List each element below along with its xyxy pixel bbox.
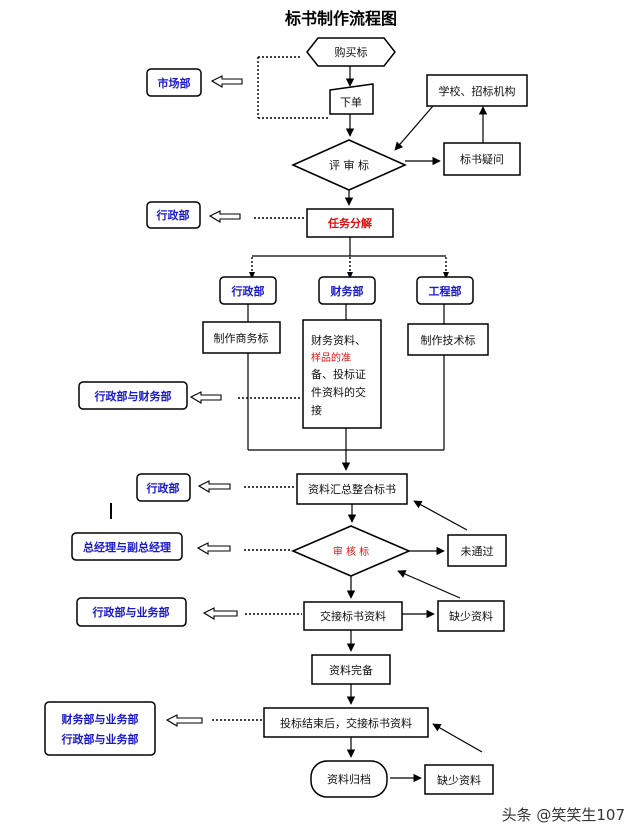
node-after-bid-handover-label: 投标结束后，交接标书资料	[280, 716, 412, 730]
node-finance-materials	[302, 319, 382, 429]
dept-admin-business	[76, 597, 187, 627]
dept-general-manager	[71, 532, 183, 561]
node-materials-ready-label: 资料完备	[329, 663, 373, 677]
dept-admin-2	[136, 473, 191, 502]
node-review-bid-label: 评 审 标	[329, 158, 369, 172]
node-finance-line-3: 备、投标证	[311, 367, 366, 381]
node-order-label: 下单	[340, 96, 362, 109]
node-finance-line-2: 样品的准	[311, 351, 351, 364]
node-handover-bid-label: 交接标书资料	[320, 609, 386, 623]
dept-admin-branch-label: 行政部	[231, 284, 265, 298]
dept-admin-2-label: 行政部	[146, 481, 180, 495]
dept-finance-branch-label: 财务部	[330, 284, 364, 298]
hollow-arrow-gm	[196, 542, 231, 555]
dept-engineering-branch-label: 工程部	[429, 284, 462, 298]
dept-general-manager-label: 总经理与副总经理	[83, 540, 171, 554]
dept-finance-admin-business	[44, 701, 156, 756]
dept-finance-business-label: 财务部与业务部	[61, 712, 139, 726]
hollow-arrow-admin-2	[197, 480, 231, 493]
node-school-agency-label: 学校、招标机构	[439, 84, 516, 98]
node-missing-materials-2	[424, 764, 494, 795]
node-buy-bid-label: 购买标	[335, 45, 368, 59]
hollow-arrow-finance-admin-business	[165, 714, 203, 727]
dept-finance-branch	[318, 276, 376, 305]
dept-admin-finance-label: 行政部与财务部	[94, 389, 172, 403]
node-task-breakdown	[306, 208, 394, 238]
dept-admin-1	[146, 201, 201, 229]
node-bid-query-label: 标书疑问	[460, 152, 504, 166]
node-bid-query	[443, 142, 521, 176]
node-handover-bid	[303, 601, 403, 631]
node-materials-ready	[311, 654, 391, 685]
node-merge-bid	[296, 473, 408, 505]
dept-admin-business-2-label: 行政部与业务部	[61, 732, 139, 746]
node-task-breakdown-label: 任务分解	[327, 216, 372, 230]
hollow-arrow-market	[210, 75, 243, 88]
node-missing-materials-2-label: 缺少资料	[437, 773, 481, 787]
dept-market	[146, 68, 202, 97]
node-finance-line-5: 接	[311, 404, 322, 417]
dept-engineering-branch	[416, 276, 474, 305]
node-after-bid-handover	[263, 707, 429, 738]
node-buy-bid	[306, 37, 396, 67]
node-make-business-bid	[202, 321, 281, 354]
node-missing-materials-1-label: 缺少资料	[449, 609, 493, 623]
dept-market-label: 市场部	[158, 76, 191, 90]
node-missing-materials-1	[437, 600, 505, 632]
node-merge-bid-label: 资料汇总整合标书	[308, 482, 396, 496]
node-make-tech-bid	[407, 323, 489, 356]
hollow-arrow-admin-finance	[189, 391, 222, 404]
dept-admin-finance	[78, 381, 188, 410]
watermark: 头条 @笑笑生107	[502, 806, 625, 824]
hollow-arrow-admin-business	[202, 607, 238, 620]
node-school-agency	[426, 74, 528, 107]
hollow-arrow-admin-1	[208, 210, 241, 223]
node-fail-label: 未通过	[461, 545, 494, 558]
dept-admin-business-label: 行政部与业务部	[92, 605, 170, 619]
node-archive	[310, 760, 388, 798]
node-make-tech-bid-label: 制作技术标	[421, 333, 476, 347]
dept-admin-1-label: 行政部	[156, 208, 190, 222]
node-finance-line-1: 财务资料、	[311, 333, 366, 347]
node-audit-bid-label: 审 核 标	[333, 545, 369, 558]
node-fail	[447, 534, 507, 567]
node-finance-line-4: 件资料的交	[311, 385, 366, 399]
node-order	[329, 83, 374, 115]
node-archive-label: 资料归档	[327, 772, 371, 786]
node-make-business-bid-label: 制作商务标	[214, 331, 269, 345]
page-title: 标书制作流程图	[284, 9, 397, 28]
